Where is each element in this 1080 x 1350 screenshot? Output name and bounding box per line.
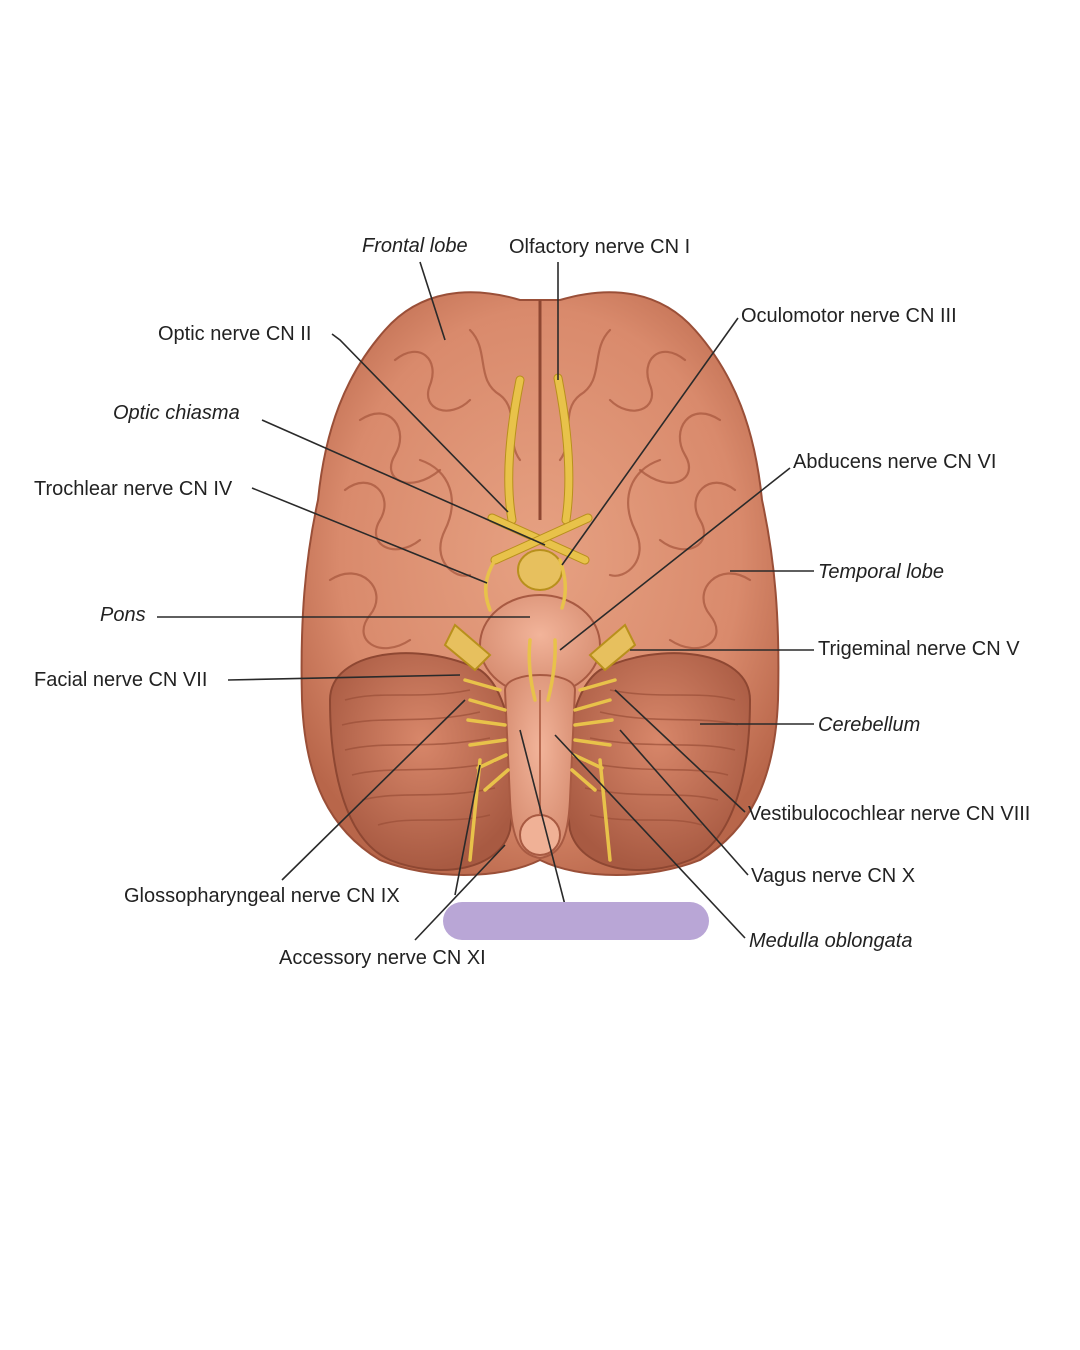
label-trigeminal-nerve: Trigeminal nerve CN V (818, 638, 1020, 660)
label-facial-nerve: Facial nerve CN VII (34, 669, 207, 691)
label-abducens-nerve: Abducens nerve CN VI (793, 451, 996, 473)
label-trochlear-nerve: Trochlear nerve CN IV (34, 478, 233, 500)
redaction-bar (443, 902, 709, 940)
cerebellum-shape (328, 652, 515, 871)
gyri (328, 328, 752, 650)
nerves (443, 373, 637, 862)
label-oculomotor-nerve: Oculomotor nerve CN III (741, 305, 957, 327)
label-accessory-nerve: Accessory nerve CN XI (279, 947, 486, 969)
label-vagus-nerve: Vagus nerve CN X (751, 865, 915, 887)
label-optic-nerve: Optic nerve CN II (158, 323, 311, 345)
label-temporal-lobe: Temporal lobe (818, 561, 944, 583)
tuber-cinereum (517, 549, 563, 591)
cerebellum-shape-right (565, 652, 752, 871)
label-frontal-lobe: Frontal lobe (362, 235, 468, 257)
spinal-cord-cut (519, 814, 561, 856)
label-olfactory-nerve: Olfactory nerve CN I (509, 236, 690, 258)
leader-lines (157, 261, 814, 941)
label-glossopharyngeal-nerve: Glossopharyngeal nerve CN IX (124, 885, 400, 907)
cerebellum-folia (341, 689, 739, 826)
label-vestibulocochlear-nerve: Vestibulocochlear nerve CN VIII (748, 803, 1030, 825)
label-optic-chiasma: Optic chiasma (113, 402, 240, 424)
label-cerebellum: Cerebellum (818, 714, 920, 736)
label-medulla-oblongata: Medulla oblongata (749, 930, 912, 952)
label-pons: Pons (100, 604, 146, 626)
